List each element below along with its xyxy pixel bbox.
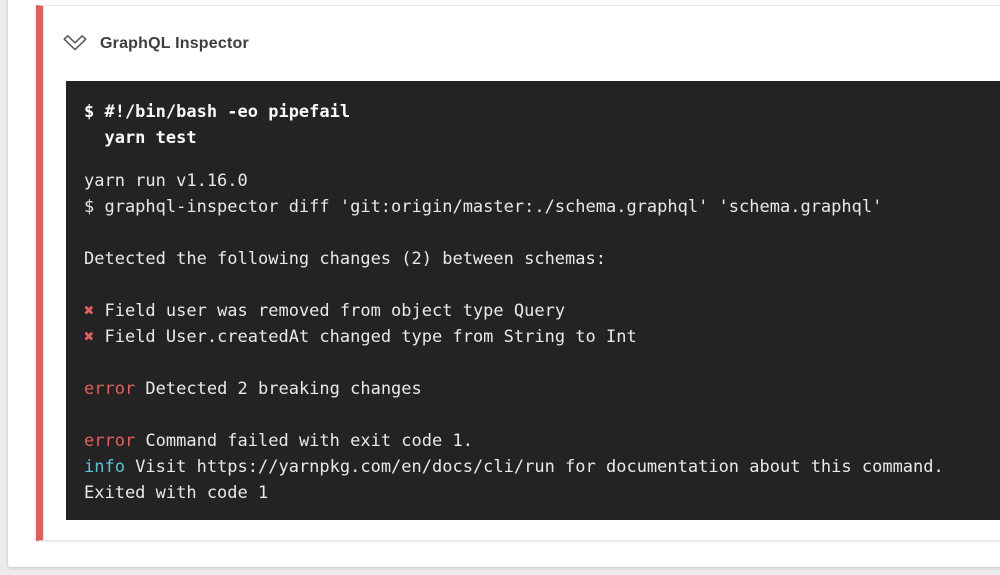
terminal-log-line: ✖ Field User.createdAt changed type from…: [84, 327, 637, 347]
terminal-log-line: [84, 350, 1000, 376]
terminal-command-line: yarn test: [84, 128, 197, 148]
step-header[interactable]: GraphQL Inspector: [43, 6, 1000, 61]
terminal-log-line: [84, 220, 1000, 246]
terminal-command: $ #!/bin/bash -eo pipefail yarn test: [84, 99, 1000, 151]
terminal-log-line: ✖ Field user was removed from object typ…: [84, 301, 566, 321]
terminal-log-line: error Detected 2 breaking changes: [84, 379, 422, 399]
step-card: GraphQL Inspector $ #!/bin/bash -eo pipe…: [36, 5, 1000, 541]
terminal-log-line: yarn run v1.16.0: [84, 171, 248, 191]
chevron-down-icon[interactable]: [62, 34, 88, 54]
step-title: GraphQL Inspector: [100, 34, 249, 52]
terminal-log-line: error Command failed with exit code 1.: [84, 431, 473, 451]
terminal-log-line: [84, 272, 1000, 298]
terminal-log-line: $ graphql-inspector diff 'git:origin/mas…: [84, 197, 883, 217]
terminal-log-line: info Visit https://yarnpkg.com/en/docs/c…: [84, 457, 944, 477]
terminal-output: $ #!/bin/bash -eo pipefail yarn test yar…: [66, 81, 1000, 520]
build-output-panel: GraphQL Inspector $ #!/bin/bash -eo pipe…: [8, 0, 1000, 567]
terminal-log: yarn run v1.16.0 $ graphql-inspector diff…: [84, 168, 1000, 506]
terminal-command-line: $ #!/bin/bash -eo pipefail: [84, 102, 351, 122]
terminal-log-line: Exited with code 1: [84, 483, 269, 503]
terminal-log-line: Detected the following changes (2) betwe…: [84, 249, 606, 269]
terminal-log-line: [84, 402, 1000, 428]
